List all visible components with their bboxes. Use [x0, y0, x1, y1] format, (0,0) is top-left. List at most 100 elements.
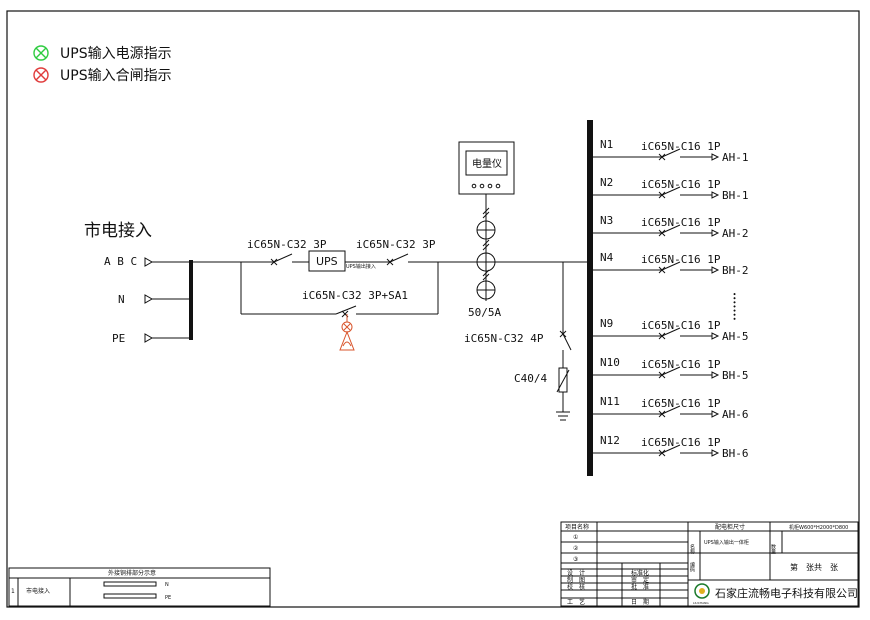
output-breaker-label: iC65N-C16 1P: [641, 140, 721, 153]
output-breaker-symbol: [593, 405, 720, 418]
output-breaker-label: iC65N-C16 1P: [641, 253, 721, 266]
ct-ratio-label: 50/5A: [468, 306, 501, 319]
tb-logo-text: LIUCHANG: [693, 601, 709, 605]
pe-label: PE: [112, 332, 125, 345]
spd-branch: [556, 262, 572, 421]
tb-cabinet-size-label: 配电柜尺寸: [715, 523, 745, 531]
tb-name-label: 名称: [689, 543, 695, 555]
tb-circle-2: ②: [573, 545, 579, 552]
ups-sub-label: UPS输出接入: [346, 263, 376, 270]
bypass-breaker-symbol: [335, 305, 357, 318]
tb-company: 石家庄流畅电子科技有限公司: [715, 586, 858, 600]
meter-label: 电量仪: [472, 157, 502, 170]
tb-project-name: 项目名称: [565, 523, 589, 531]
tb-qty-label: 数量: [770, 543, 776, 555]
mains-title: 市电接入: [84, 221, 152, 241]
n-bar-symbol: [103, 581, 157, 587]
spd-breaker-label: iC65N-C32 4P: [464, 332, 544, 345]
main-power-line: [193, 261, 588, 315]
output-breaker-label: iC65N-C16 1P: [641, 216, 721, 229]
legend-red-label: UPS输入合闸指示: [60, 68, 172, 84]
tb-circle-3: ③: [573, 556, 578, 563]
breaker-out-label: iC65N-C32 3P: [356, 238, 436, 251]
red-indicator-icon: [33, 67, 49, 83]
output-target-label: AH-1: [722, 151, 749, 164]
power-meter: [458, 141, 515, 195]
tb-cabinet-size: 机柜W600*H2000*D800: [789, 524, 848, 531]
breaker-out-symbol: [386, 253, 409, 266]
output-busbar: [587, 120, 593, 476]
busbar-continuation-dots: •••••••: [730, 292, 738, 321]
output-breaker-symbol: [593, 261, 720, 274]
current-transformers: [476, 194, 496, 301]
output-circuit-number: N3: [600, 214, 613, 227]
output-breaker-symbol: [593, 224, 720, 237]
ups-label: UPS: [316, 255, 338, 268]
legend: UPS输入电源指示 UPS输入合闸指示: [33, 45, 172, 84]
output-circuit-number: N10: [600, 356, 620, 369]
tb-name-value: UPS输入输出一体柜: [704, 539, 749, 546]
wiring-table: [8, 567, 271, 607]
phase-abc-label: A B C: [104, 255, 137, 268]
breaker-in-label: iC65N-C32 3P: [247, 238, 327, 251]
mains-input: 市电接入 A B C N PE: [84, 221, 193, 345]
output-circuit-number: N4: [600, 251, 614, 264]
tb-standard: 标准化: [631, 569, 649, 577]
tb-circle-1: ①: [573, 534, 578, 541]
output-breaker-label: iC65N-C16 1P: [641, 178, 721, 191]
tb-sheet: 第 张共 张: [790, 562, 838, 572]
tb-approve: 批 准: [631, 583, 649, 591]
breaker-in-symbol: [270, 253, 293, 266]
output-breaker-symbol: [593, 186, 720, 199]
wiring-pe-label: PE: [165, 595, 171, 601]
output-circuit-number: N9: [600, 317, 613, 330]
green-indicator-icon: [33, 45, 49, 61]
terminal-arrows: [144, 257, 190, 343]
legend-green-label: UPS输入电源指示: [60, 46, 172, 62]
sa1-indicator-icon: [339, 314, 355, 351]
incoming-busbar: [189, 260, 193, 340]
output-circuit-number: N11: [600, 395, 620, 408]
tb-check: 校 核: [567, 583, 585, 591]
spd-label: C40/4: [514, 372, 547, 385]
output-breaker-symbol: [593, 148, 720, 161]
tb-date: 日 期: [631, 598, 649, 606]
bypass-breaker-label: iC65N-C32 3P+SA1: [302, 289, 408, 302]
title-block: [560, 521, 859, 607]
output-circuit-number: N2: [600, 176, 613, 189]
pe-bar-symbol: [103, 593, 157, 599]
wiring-row-label: 市电接入: [26, 587, 50, 595]
company-logo-icon: [694, 583, 710, 599]
output-breaker-symbol: [593, 444, 720, 457]
output-breaker-symbol: [593, 327, 720, 340]
tb-review: 审 定: [631, 576, 649, 584]
output-breaker-symbol: [593, 366, 720, 379]
output-target-label: AH-5: [722, 330, 749, 343]
wiring-table-title: 外接铜排部分示意: [108, 569, 156, 577]
wiring-row-no: 1: [11, 588, 15, 595]
wiring-n-label: N: [165, 582, 169, 588]
tb-design: 设 计: [567, 569, 585, 577]
output-breaker-label: iC65N-C16 1P: [641, 436, 721, 449]
neutral-label: N: [118, 293, 125, 306]
output-target-label: BH-5: [722, 369, 749, 382]
ups-box: [308, 250, 346, 272]
tb-number-label: 编码: [689, 561, 695, 573]
tb-draw: 制 图: [567, 576, 585, 584]
output-target-label: BH-1: [722, 189, 749, 202]
output-target-label: BH-6: [722, 447, 749, 460]
drawing-frame: [6, 10, 860, 608]
output-breaker-label: iC65N-C16 1P: [641, 397, 721, 410]
output-target-label: AH-2: [722, 227, 749, 240]
output-breaker-label: iC65N-C16 1P: [641, 358, 721, 371]
